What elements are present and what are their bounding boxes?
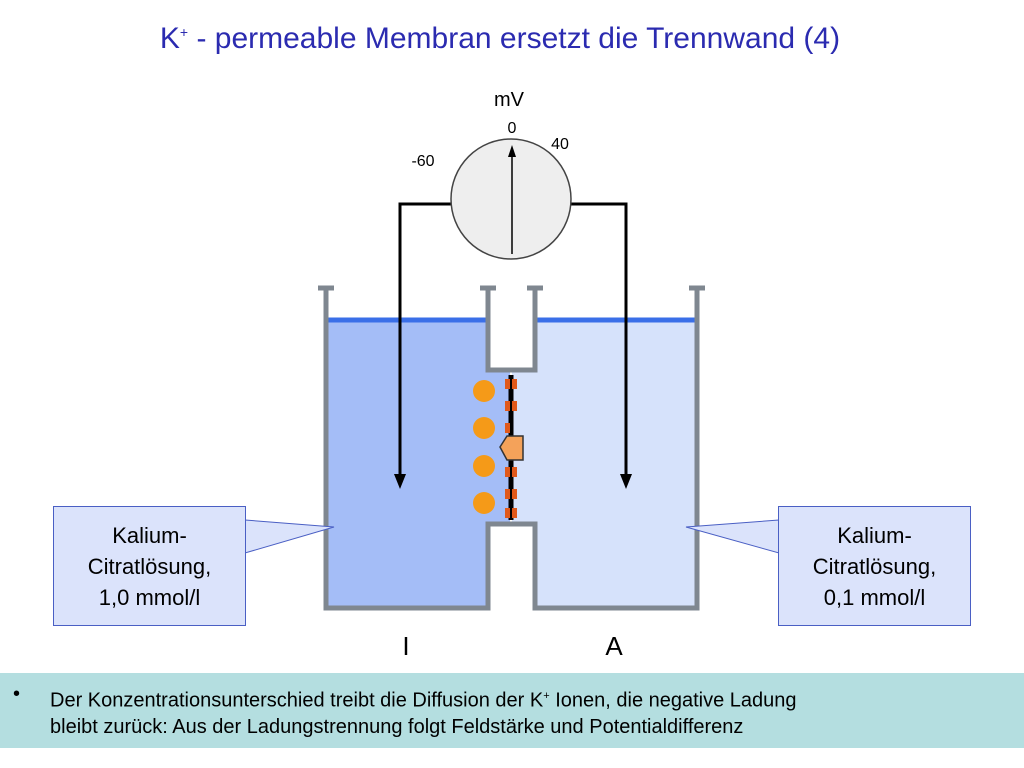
- footer-note: • Der Konzentrationsunterschied treibt d…: [0, 673, 1024, 748]
- membrane-mark: [505, 489, 510, 499]
- membrane-mark: [505, 467, 510, 477]
- vessel-walls: [323, 290, 700, 611]
- callout-line: Kalium-: [112, 522, 187, 548]
- ion-channel-icon: [499, 435, 524, 461]
- right-callout-pointer: [685, 519, 780, 554]
- vessel-top-walls: [485, 290, 538, 373]
- meter-scale-label: -60: [411, 153, 434, 170]
- callout-line: 0,1 mmol/l: [823, 584, 926, 610]
- membrane-mark: [505, 508, 510, 518]
- title-superscript: +: [179, 24, 189, 40]
- footer-text: Der Konzentrationsunterschied treibt die…: [50, 683, 1015, 740]
- footer-line-2: bleibt zurück: Aus der Ladungstrennung f…: [50, 715, 744, 738]
- left-electrode-wire: [398, 202, 452, 478]
- compartment-label-inside: I: [402, 631, 409, 661]
- membrane-mark: [512, 508, 517, 518]
- title-k: K: [159, 22, 180, 55]
- meter-unit: mV: [494, 89, 525, 111]
- right-solution: [537, 320, 697, 608]
- membrane-mark: [505, 423, 510, 433]
- callout-line: Kalium-: [837, 522, 912, 548]
- potassium-ion: [473, 455, 495, 477]
- potassium-ion: [473, 492, 495, 514]
- bullet-icon: •: [13, 683, 21, 705]
- meter-scale-label: 0: [508, 120, 517, 137]
- footer-superscript: +: [543, 690, 550, 702]
- left-solution-callout: Kalium- Citratlösung, 1,0 mmol/l: [53, 506, 246, 626]
- footer-line-1a: Der Konzentrationsunterschied treibt die…: [50, 689, 544, 712]
- left-electrode-tip-icon: [394, 474, 406, 489]
- right-solution-callout: Kalium- Citratlösung, 0,1 mmol/l: [778, 506, 971, 626]
- left-solution: [328, 320, 486, 608]
- left-callout-pointer: [244, 519, 335, 554]
- right-electrode-tip-icon: [620, 474, 632, 489]
- voltmeter-needle-tip-icon: [508, 145, 516, 157]
- membrane-mark: [505, 401, 510, 411]
- membrane-mark: [505, 379, 510, 389]
- membrane-mark: [512, 467, 517, 477]
- callout-line: 1,0 mmol/l: [98, 584, 201, 610]
- title-text: - permeable Membran ersetzt die Trennwan…: [188, 22, 841, 55]
- page-title: K+ - permeable Membran ersetzt die Trenn…: [0, 22, 1000, 56]
- membrane-mark: [512, 379, 517, 389]
- callout-line: Citratlösung,: [87, 553, 212, 579]
- membrane-mark: [512, 489, 517, 499]
- footer-line-1b: Ionen, die negative Ladung: [549, 689, 797, 712]
- compartment-label-outside: A: [605, 631, 623, 661]
- potassium-ion: [473, 417, 495, 439]
- callout-line: Citratlösung,: [812, 553, 937, 579]
- right-electrode-wire: [570, 202, 628, 478]
- meter-scale-label: 40: [551, 136, 569, 153]
- membrane-mark: [512, 401, 517, 411]
- footer-line-1: Der Konzentrationsunterschied treibt die…: [50, 683, 1015, 714]
- voltmeter-dial: [450, 138, 572, 260]
- potassium-ion: [473, 380, 495, 402]
